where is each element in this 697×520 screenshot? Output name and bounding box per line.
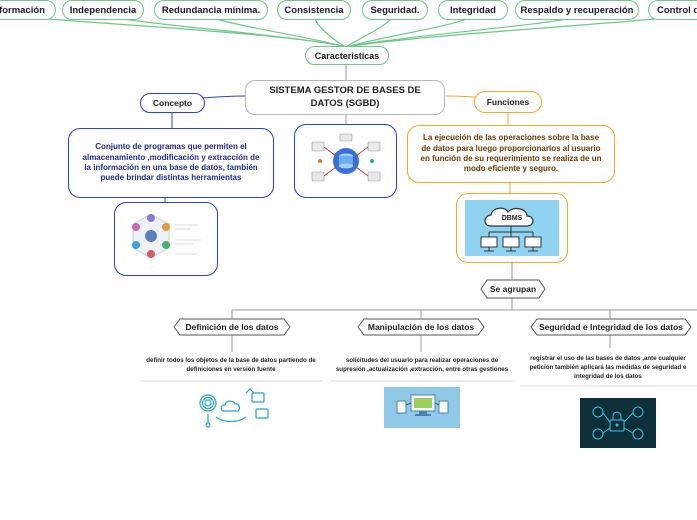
cloud-server-icon <box>480 207 542 252</box>
funciones-node[interactable]: Funciones <box>474 91 542 113</box>
computer-files-icon <box>396 394 449 416</box>
top-item-independencia[interactable]: Independencia <box>62 0 144 20</box>
security-lock-icon <box>592 406 644 440</box>
agrupan-shape <box>480 279 546 299</box>
fingerprint-cloud-icon <box>199 388 269 428</box>
sgbd-image <box>294 124 397 198</box>
concepto-text-node[interactable]: Conjunto de programas que permiten el al… <box>68 128 274 198</box>
agrupan-node[interactable]: Se agrupan <box>489 284 537 294</box>
top-item-respaldo[interactable]: Respaldo y recuperación <box>515 0 639 20</box>
top-item-seguridad[interactable]: Seguridad. <box>362 0 428 20</box>
group-shape-seguridad <box>530 318 692 336</box>
users-network-icon <box>132 213 201 259</box>
top-item-integridad[interactable]: Integridad <box>438 0 508 20</box>
dbms-diagram: DBMS <box>465 200 559 256</box>
group-seguridad[interactable]: Seguridad e Integridad de los datos <box>538 322 684 332</box>
caracteristicas-node[interactable]: Caracteristicas <box>305 46 389 65</box>
group-shape-manipulacion <box>357 318 485 336</box>
dbms-image: DBMS <box>456 193 568 263</box>
concepto-image <box>114 202 218 276</box>
top-item-control[interactable]: Control d <box>648 0 697 20</box>
group-shape-definicion <box>173 318 291 336</box>
manipulacion-description: solicitudes del usuario para realizar op… <box>335 357 509 373</box>
definicion-description: definir todos los objetos de la base de … <box>146 357 316 373</box>
top-item-redundancia[interactable]: Redundancia mínima. <box>154 0 268 20</box>
dbms-label: DBMS <box>501 215 523 222</box>
group-definicion[interactable]: Definición de los datos <box>185 322 279 332</box>
security-image <box>580 398 656 448</box>
funciones-text-node[interactable]: La ejecución de las operaciones sobre la… <box>407 125 615 183</box>
top-item-informacion[interactable]: formación <box>0 0 56 20</box>
database-network-icon <box>311 133 380 182</box>
seguridad-description: registrar el uso de las bases de datos ,… <box>529 355 687 380</box>
concepto-node[interactable]: Concepto <box>140 93 205 113</box>
manipulation-image <box>384 387 460 428</box>
central-node[interactable]: SISTEMA GESTOR DE BASES DE DATOS (SGBD) <box>245 80 445 115</box>
top-item-consistencia[interactable]: Consistencia <box>277 0 351 20</box>
group-manipulacion[interactable]: Manipulación de los datos <box>367 322 475 332</box>
